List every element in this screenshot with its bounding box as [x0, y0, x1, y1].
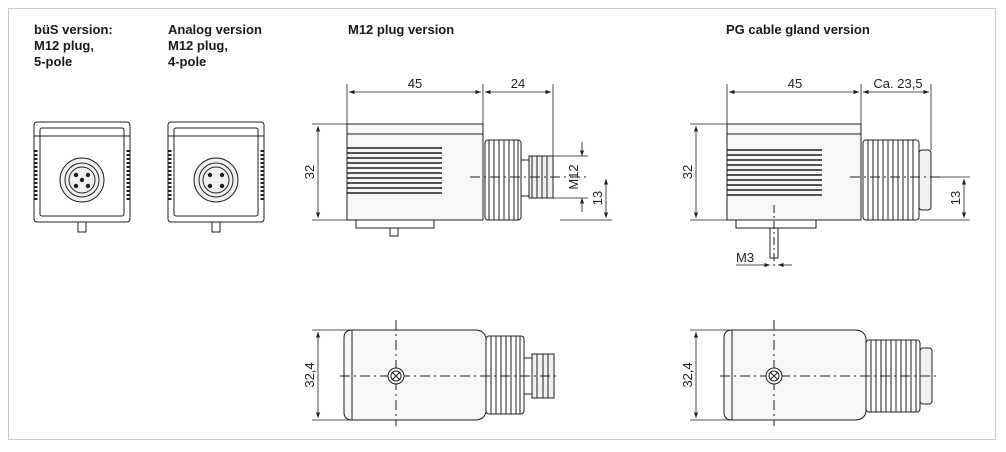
heading-pg-gland-version: PG cable gland version [726, 22, 870, 38]
pg-gland-length-label: Ca. 23,5 [873, 76, 922, 91]
m12-axis-height-label: 13 [590, 191, 605, 205]
m12-screw-icon [387, 367, 405, 385]
pg-width-label: 45 [788, 76, 802, 91]
m12-bottom-dimension [312, 329, 352, 421]
heading-analog-line3: 4-pole [168, 54, 207, 69]
pg-side-view [726, 123, 940, 268]
m12-bottom-nut-icon [485, 335, 525, 415]
pg-bottom-width-label: 32,4 [680, 362, 695, 387]
heading-bus-version: büS version: M12 plug, 5-pole [34, 22, 113, 70]
heading-m12-plug-version: M12 plug version [348, 22, 454, 38]
m12-plug-length-label: 24 [511, 76, 525, 91]
m12-dimension-lines [312, 84, 612, 221]
heading-analog-version: Analog version M12 plug, 4-pole [168, 22, 262, 70]
heading-m12-line1: M12 plug version [348, 22, 455, 37]
pg-bottom-view [720, 320, 940, 426]
heading-bus-line2: M12 plug, [34, 38, 94, 53]
m12-thread-label: M12 [566, 164, 581, 189]
m12-bottom-view [340, 320, 560, 426]
pg-screw-icon [765, 367, 783, 385]
analog-front-view [167, 121, 265, 233]
pg-axis-height-label: 13 [948, 191, 963, 205]
pg-screw-label: M3 [736, 250, 754, 265]
heading-analog-line2: M12 plug, [168, 38, 228, 53]
analog-pin-icon [207, 172, 225, 189]
pg-gland-nut-icon [862, 139, 920, 221]
m12-bottom-width-label: 32,4 [302, 362, 317, 387]
bus-front-view [33, 121, 131, 233]
heading-bus-line3: 5-pole [34, 54, 73, 69]
m12-side-view [346, 123, 590, 237]
heading-pg-line1: PG cable gland version [726, 22, 870, 37]
pg-bottom-dimension [690, 329, 732, 421]
pg-dimension-lines [690, 84, 970, 268]
heading-analog-line1: Analog version [168, 22, 262, 37]
heading-bus-line1: büS version: [34, 22, 113, 37]
bus-pin-icon [73, 172, 91, 189]
m12-cooling-fins-icon [347, 147, 442, 194]
m12-nut-icon [484, 139, 522, 221]
analog-connector-outer [193, 157, 239, 203]
pg-height-label: 32 [680, 165, 695, 179]
pg-cooling-fins-icon [727, 149, 822, 196]
m12-height-label: 32 [302, 165, 317, 179]
m12-width-label: 45 [408, 76, 422, 91]
